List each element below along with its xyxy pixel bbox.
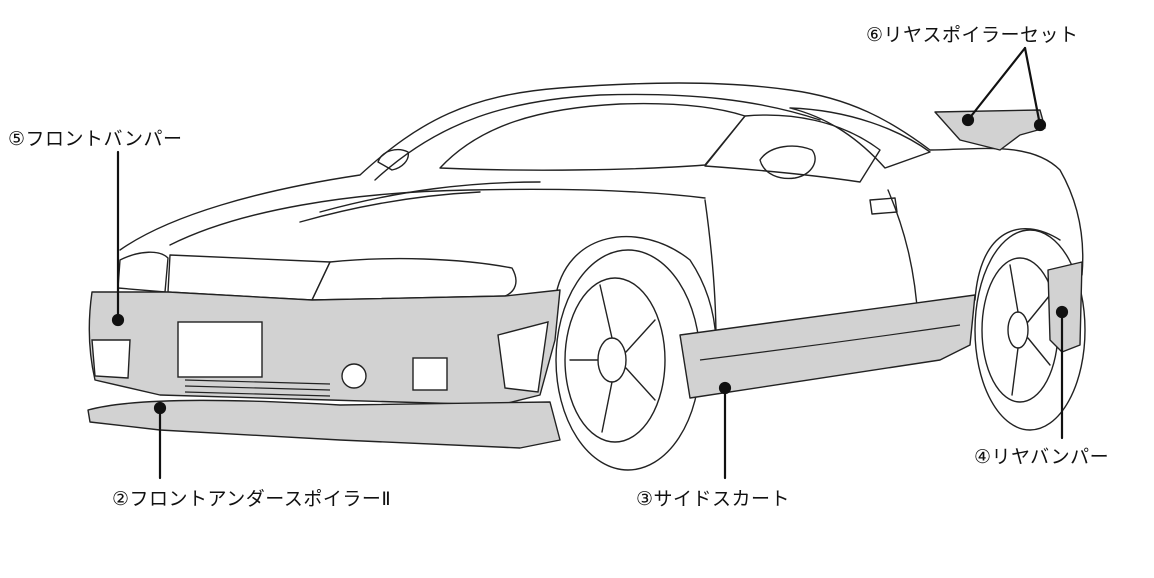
label-front-under-spoiler: ②フロントアンダースポイラーⅡ — [112, 488, 392, 510]
rear-rim — [981, 257, 1059, 403]
front-under-spoiler-part — [87, 399, 561, 449]
rear-arch — [974, 228, 1061, 301]
side-skirt-part — [679, 294, 976, 399]
mirror — [759, 145, 816, 180]
label-side-skirt: ③サイドスカート — [636, 488, 791, 510]
door-rear-line — [887, 189, 919, 321]
car-body-outline — [119, 82, 1084, 276]
hood-line — [169, 188, 706, 246]
headlight-right — [311, 257, 517, 301]
front-hub — [597, 337, 627, 383]
windshield — [439, 102, 746, 171]
license-plate — [177, 321, 263, 378]
rear-spokes — [1009, 264, 1051, 396]
leader-rear-spoiler-a — [966, 46, 1027, 122]
hood-crease — [299, 191, 481, 223]
leader-front-bumper-dot — [111, 313, 125, 327]
door-line — [704, 199, 717, 341]
door-handle — [869, 197, 898, 215]
leader-rear-spoiler-dot-b — [1033, 118, 1047, 132]
side-duct — [497, 321, 549, 393]
side-window-rear — [789, 107, 931, 169]
front-arch — [554, 235, 717, 341]
fog-light — [341, 363, 367, 389]
label-rear-bumper: ④リヤバンパー — [974, 446, 1110, 468]
leader-under-spoiler-dot — [153, 401, 167, 415]
front-bumper-part — [88, 289, 561, 406]
front-rim — [564, 277, 666, 443]
roof-line — [374, 93, 821, 181]
rear-spoiler-part — [934, 109, 1046, 151]
label-rear-spoiler: ⑥リヤスポイラーセット — [866, 24, 1079, 46]
skirt-line — [699, 324, 961, 361]
hood-crease-2 — [319, 181, 541, 213]
label-front-bumper: ⑤フロントバンパー — [8, 128, 183, 150]
side-window-front — [704, 114, 881, 183]
leader-rear-bumper-dot — [1055, 305, 1069, 319]
bumper-vent — [412, 357, 448, 391]
rear-tire — [974, 229, 1086, 431]
mirror-left — [377, 149, 409, 171]
front-spokes — [569, 284, 656, 433]
headlight-left — [117, 251, 169, 293]
leader-rear-spoiler-dot-a — [961, 113, 975, 127]
intercooler — [184, 379, 331, 397]
left-duct — [91, 339, 131, 379]
leader-rear-spoiler-b — [1023, 46, 1042, 127]
leader-side-skirt-dot — [718, 381, 732, 395]
rear-hub — [1007, 311, 1029, 349]
